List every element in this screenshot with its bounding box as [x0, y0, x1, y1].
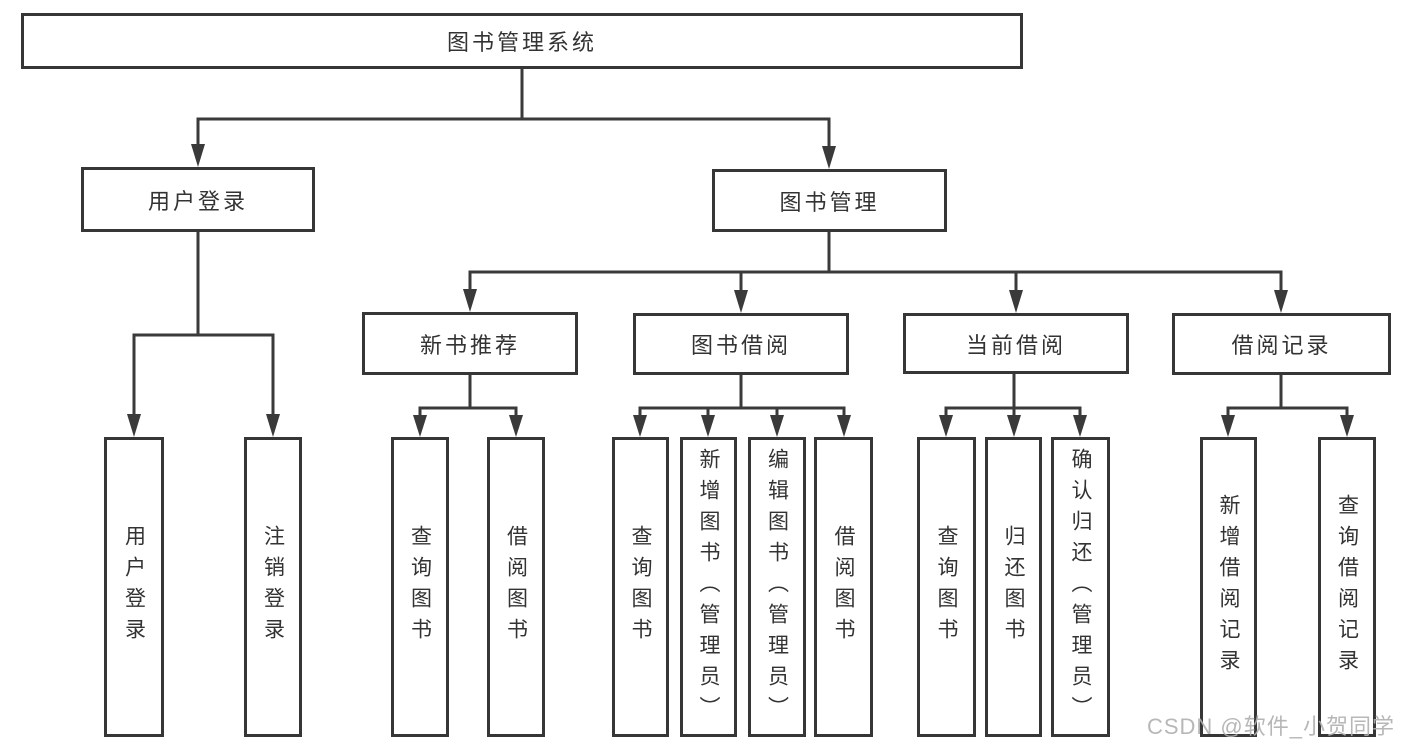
leaf-query-borrow-record: 查询借阅记录	[1318, 437, 1376, 737]
leaf-return-books: 归还图书	[985, 437, 1042, 737]
leaf-add-books-admin: 新增图书（管理员）	[680, 437, 737, 737]
connector-new-book-recommend	[413, 375, 523, 437]
leaf-borrow-books: 借阅图书	[814, 437, 873, 737]
node-new-book-recommend: 新书推荐	[362, 312, 578, 375]
connector-borrow-records	[1221, 375, 1354, 437]
node-book-management: 图书管理	[712, 169, 947, 232]
leaf-confirm-return-admin: 确认归还（管理员）	[1051, 437, 1110, 737]
node-user-login: 用户登录	[81, 167, 315, 232]
connector-book-borrowing	[633, 375, 851, 437]
leaf-borrow-books-recommend: 借阅图书	[487, 437, 545, 737]
watermark: CSDN @软件_小贺同学	[1146, 714, 1395, 739]
node-current-borrowing: 当前借阅	[903, 313, 1129, 374]
connector-book-management	[463, 232, 1288, 313]
leaf-add-borrow-record: 新增借阅记录	[1200, 437, 1257, 737]
connector-root	[191, 69, 836, 169]
node-book-borrowing: 图书借阅	[633, 313, 849, 375]
leaf-query-books-borrowing: 查询图书	[612, 437, 669, 737]
leaf-query-books-current: 查询图书	[917, 437, 976, 737]
connector-current-borrowing	[939, 374, 1087, 437]
connector-user-login	[127, 232, 280, 437]
leaf-user-login: 用户登录	[104, 437, 164, 737]
leaf-query-books-recommend: 查询图书	[391, 437, 449, 737]
node-borrow-records: 借阅记录	[1172, 313, 1391, 375]
node-root: 图书管理系统	[21, 13, 1023, 69]
leaf-edit-books-admin: 编辑图书（管理员）	[748, 437, 806, 737]
leaf-logout: 注销登录	[244, 437, 302, 737]
